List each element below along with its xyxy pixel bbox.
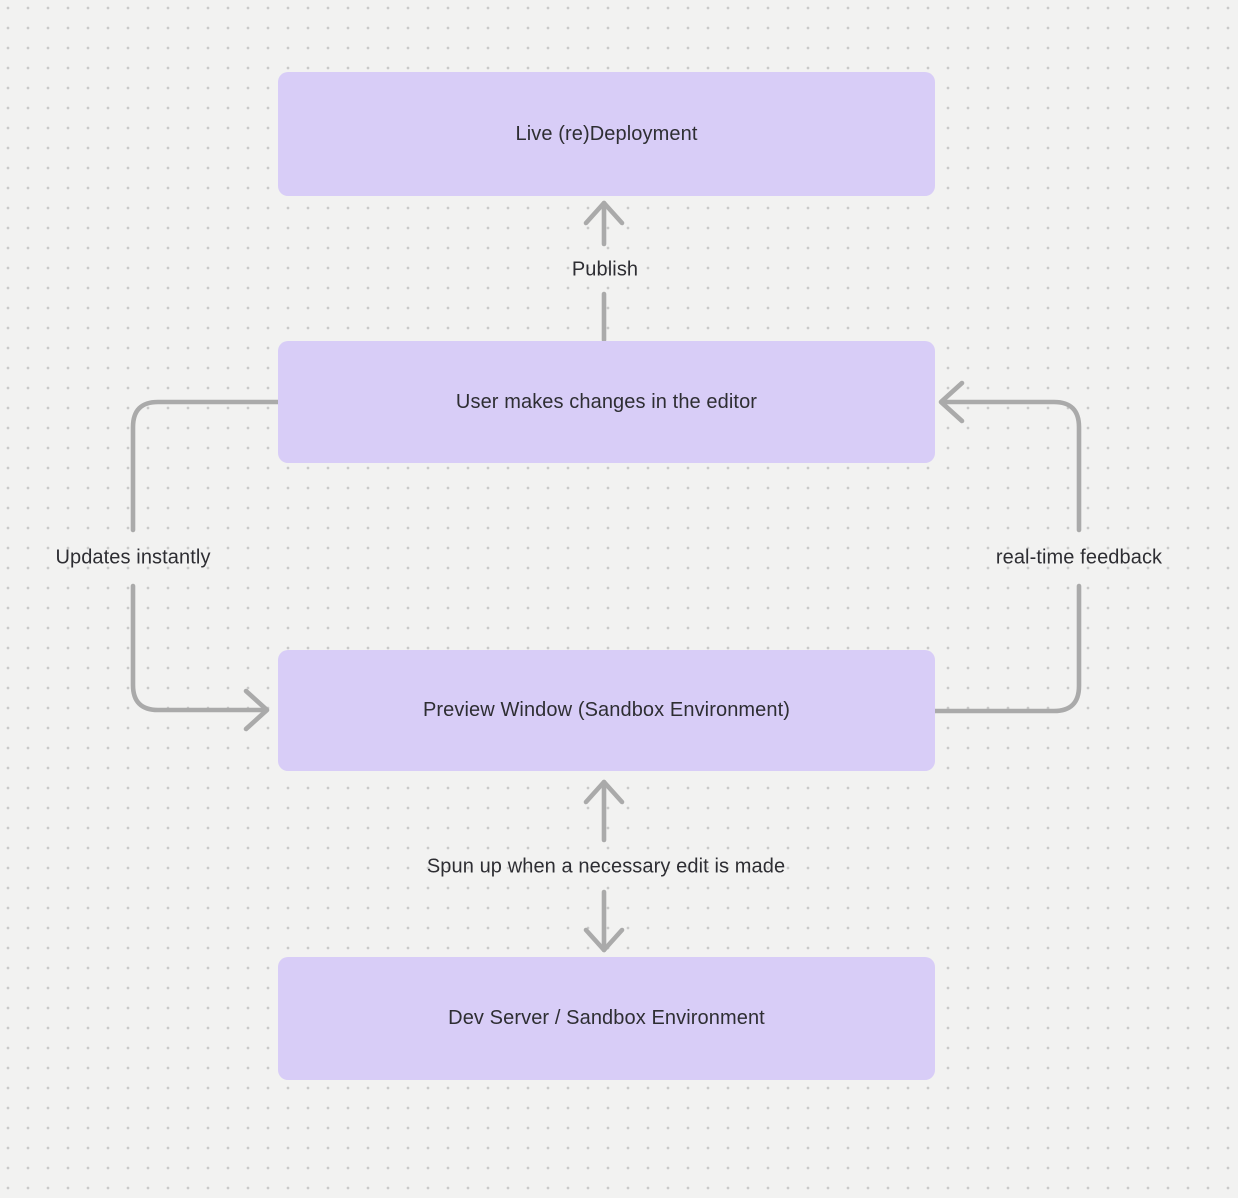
arrowhead-up-icon [583,779,625,805]
edge-realtime-feedback-arrow[interactable] [931,380,1082,714]
edge-spun-up-arrow[interactable] [583,779,625,953]
edge-updates-instantly-arrow[interactable] [130,399,281,732]
edge-updates-segment-lower[interactable] [130,583,269,713]
arrowhead-left-icon [938,380,965,424]
node-label: Preview Window (Sandbox Environment) [422,699,791,721]
node-user-makes-changes[interactable]: User makes changes in the editor [278,341,935,463]
edge-label-publish: Publish [571,258,639,281]
edge-label-realtime-feedback: real-time feedback [995,546,1163,569]
arrowhead-right-icon [243,688,270,732]
node-label: Dev Server / Sandbox Environment [448,1007,765,1029]
edge-feedback-segment-lower[interactable] [931,583,1082,714]
arrowhead-up-icon [583,200,625,226]
node-label: Live (re)Deployment [515,122,698,145]
node-dev-server[interactable]: Dev Server / Sandbox Environment [278,957,935,1080]
edge-publish-arrow[interactable] [583,200,625,343]
edge-label-updates-instantly: Updates instantly [55,546,211,569]
edge-updates-segment-upper[interactable] [130,399,281,533]
edge-label-spun-up: Spun up when a necessary edit is made [426,855,786,878]
node-label: User makes changes in the editor [455,390,758,413]
edge-feedback-segment-upper[interactable] [939,399,1082,533]
node-live-redeployment[interactable]: Live (re)Deployment [278,72,935,196]
node-preview-window[interactable]: Preview Window (Sandbox Environment) [278,650,935,771]
arrowhead-down-icon [583,927,625,953]
